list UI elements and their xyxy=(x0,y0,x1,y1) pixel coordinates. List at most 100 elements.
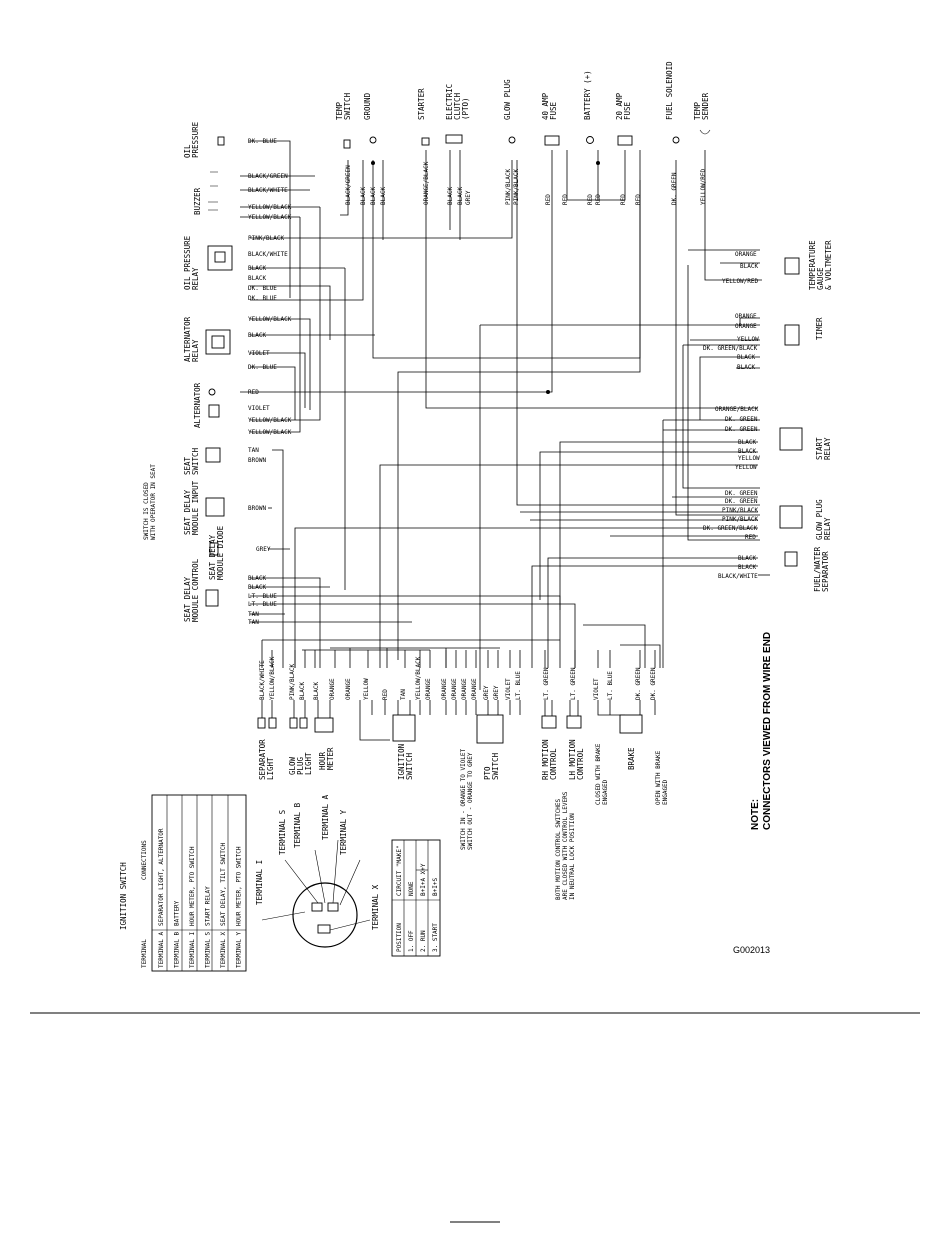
right-label-timer: TIMER xyxy=(815,317,824,340)
top-label-fuel_solenoid: FUEL SOLENOID xyxy=(665,61,674,120)
right-wire-label-line: ORANGE xyxy=(735,323,757,330)
bottom-wire-label-line: DK. GREEN xyxy=(635,667,642,700)
seat-switch-note-line: SWITCH IS CLOSED xyxy=(143,482,150,540)
top-label-fuse40-line: 40 AMP xyxy=(541,92,550,120)
top-wire-label-line: RED xyxy=(562,194,569,205)
ignition-table-header: TERMINAL xyxy=(141,939,148,968)
bottom-wire-label: RED xyxy=(382,689,389,700)
position-make-line: B+I+A X+Y xyxy=(420,863,427,896)
left-wire-label-line: YELLOW/BLACK xyxy=(248,204,292,211)
right-wire-label: BLACK xyxy=(738,564,756,571)
right-wire-label: YELLOW xyxy=(735,464,757,471)
bottom-wire-label: LT. GREEN xyxy=(570,667,577,700)
top-label-temp_sender-line: SENDER xyxy=(701,92,710,120)
right-label-glow_plug_relay-line: GLOW PLUG xyxy=(815,499,824,540)
ignition-table-terminal-line: TERMINAL S xyxy=(205,931,212,968)
ignition-table-terminal-line: TERMINAL Y xyxy=(236,931,243,968)
bottom-wire-label: ORANGE xyxy=(441,678,448,700)
top-wire-label: ORANGE/BLACK xyxy=(423,161,430,205)
top-wire-label: YELLOW/RED xyxy=(700,168,707,205)
right-wire-label: ORANGE/BLACK xyxy=(715,406,759,413)
ignition-table-header: CONNECTIONS xyxy=(141,840,148,880)
right-label-start_relay-line: START xyxy=(815,437,824,460)
left-label-seat_delay_diode-line: SEAT DELAY xyxy=(208,534,217,580)
left-label-oil_pressure_relay-line: RELAY xyxy=(191,267,200,290)
top-wire-label-line: BLACK/GREEN xyxy=(345,165,352,205)
ignition-table-connection: START RELAY xyxy=(205,886,212,926)
motion-control-note-line: IN NEUTRAL LOCK POSITION xyxy=(569,813,576,900)
left-label-seat_switch-line: SEAT xyxy=(183,456,192,475)
position-header-line: CIRCUIT "MAKE" xyxy=(396,845,403,896)
left-label-oil_pressure-line: PRESSURE xyxy=(191,121,200,158)
bottom-wire-label: ORANGE xyxy=(345,678,352,700)
bottom-wire-label: PINK/BLACK xyxy=(289,663,296,700)
top-wire-label: PINK/BLACK xyxy=(505,168,512,205)
right-wire-label-line: DK. GREEN xyxy=(725,490,758,497)
ignition-table-header-line: TERMINAL xyxy=(141,939,148,968)
top-label-ground: GROUND xyxy=(363,92,372,120)
ignition-table-connection: HOUR METER, PTO SWITCH xyxy=(189,846,196,926)
bottom-wire-label: YELLOW/BLACK xyxy=(415,656,422,700)
left-wire-label: RED xyxy=(248,389,259,396)
bottom-wire-label: GREY xyxy=(493,685,500,700)
left-label-buzzer-line: BUZZER xyxy=(193,187,202,215)
terminal-label-line: TERMINAL Y xyxy=(339,809,348,855)
bottom-wire-label-line: GREY xyxy=(493,685,500,700)
bottom-label-rh_motion-line: CONTROL xyxy=(549,748,558,780)
top-label-starter-line: STARTER xyxy=(417,88,426,120)
top-label-temp_switch-line: TEMP xyxy=(335,101,344,120)
top-wire-label: BLACK/GREEN xyxy=(345,165,352,205)
top-label-glow_plug-line: GLOW PLUG xyxy=(503,79,512,120)
right-wire-label: DK. GREEN xyxy=(725,498,758,505)
bottom-label-pto_switch-line: PTO xyxy=(483,766,492,780)
left-wire-label-line: VIOLET xyxy=(248,350,270,357)
right-wire-label-line: YELLOW xyxy=(735,464,757,471)
bottom-wire-label: TAN xyxy=(400,689,407,700)
position-make: B+I+A X+Y xyxy=(420,863,427,896)
top-wire-label-line: ORANGE/BLACK xyxy=(423,161,430,205)
left-label-oil_pressure_relay-line: OIL PRESSURE xyxy=(183,235,192,290)
bottom-wire-label: ORANGE xyxy=(329,678,336,700)
top-wire-label: RED xyxy=(562,194,569,205)
brake-closed-note-line: ENGAGED xyxy=(602,779,609,805)
top-wire-label: RED xyxy=(595,194,602,205)
terminal-label: TERMINAL S xyxy=(278,809,287,855)
brake-closed-note-line: CLOSED WITH BRAKE xyxy=(595,743,602,805)
left-wire-label-line: BLACK xyxy=(248,275,266,282)
top-label-glow_plug: GLOW PLUG xyxy=(503,79,512,120)
right-wire-label-line: BLACK/WHITE xyxy=(718,573,758,580)
brake-open-note-line: OPEN WITH BRAKE xyxy=(655,750,662,805)
ignition-switch-face xyxy=(261,839,371,948)
note-title-line: NOTE: xyxy=(750,799,761,830)
top-wire-label-line: BLACK xyxy=(447,187,454,205)
top-wire-label: BLACK xyxy=(447,187,454,205)
bottom-wire-label-line: DK. GREEN xyxy=(650,667,657,700)
right-wire-label: RED xyxy=(745,534,756,541)
bottom-wire-label-line: BLACK/WHITE xyxy=(259,660,266,700)
right-label-fuel_water_sep-line: FUEL/WATER xyxy=(813,546,822,592)
left-label-oil_pressure-line: OIL xyxy=(183,144,192,158)
terminal-label-line: TERMINAL I xyxy=(255,860,264,905)
left-wire-label-line: BLACK/GREEN xyxy=(248,173,288,180)
bottom-wire-label: GREY xyxy=(483,685,490,700)
right-label-glow_plug_relay-line: RELAY xyxy=(823,517,832,540)
top-wire-label: RED xyxy=(635,194,642,205)
ignition-table-terminal: TERMINAL S xyxy=(205,931,212,968)
top-wire-label-line: PINK/BLACK xyxy=(513,168,520,205)
position-row-line: 2. RUN xyxy=(420,930,427,952)
top-wire-label-line: BLACK xyxy=(457,187,464,205)
terminal-label: TERMINAL B xyxy=(293,802,302,848)
bottom-wire-label-line: ORANGE xyxy=(461,678,468,700)
left-label-alternator_relay-line: ALTERNATOR xyxy=(183,316,192,362)
top-label-fuse40-line: FUSE xyxy=(549,101,558,120)
left-wire-label: YELLOW/BLACK xyxy=(248,316,292,323)
